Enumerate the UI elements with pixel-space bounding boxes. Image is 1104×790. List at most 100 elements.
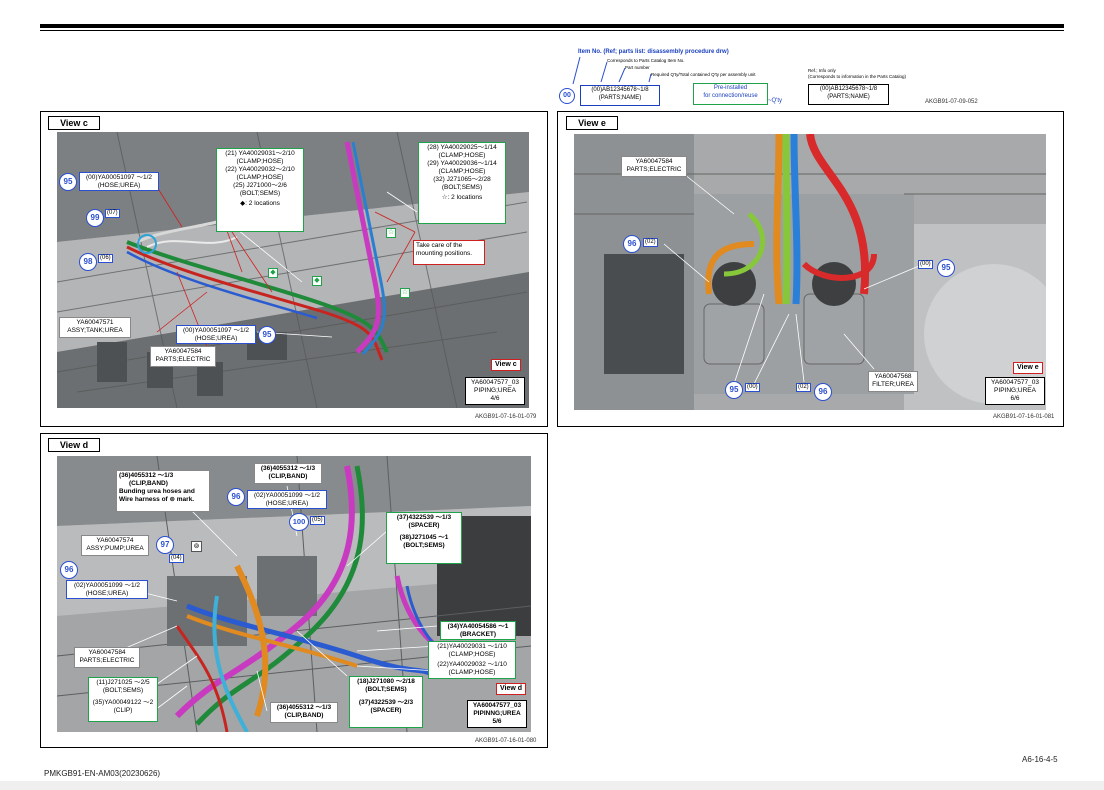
view-c-hose-callout-2: (00)YA00051097 ～1/2 (HOSE;UREA): [176, 325, 256, 344]
view-e-item-96b: 96: [814, 383, 832, 401]
callout-line: (00)YA00051097 ～1/2: [182, 327, 249, 334]
callout-note: ☆: 2 locations: [441, 194, 483, 201]
callout-line: (CLIP,BAND): [284, 712, 324, 719]
callout-line: (32) J271065～2/28: [433, 176, 491, 183]
view-d-mark: ⊚: [191, 541, 202, 552]
view-e-tag-00: (00): [918, 260, 933, 269]
legend-code-box: (00)AB12345678~1/8 (PARTS;NAME): [580, 85, 660, 106]
view-d-tag-05: (05): [310, 516, 325, 525]
view-c-item-98: 98: [79, 253, 97, 271]
view-c-tag-06: (06): [98, 254, 113, 263]
callout-line: (SPACER): [370, 707, 402, 714]
callout-line: (36)4055312 ～1/3: [276, 704, 332, 711]
callout-line: YA60047584: [164, 348, 202, 355]
callout-line: (CLIP,BAND): [268, 473, 308, 480]
id-line: PIPING;UREA: [994, 387, 1036, 394]
view-d-title: View d: [48, 438, 100, 452]
legend-line1: Corresponds to Parts Catalog Item No.: [607, 58, 685, 63]
view-d-item-96: 96: [227, 488, 245, 506]
callout-line: (BOLT;SEMS): [239, 190, 281, 197]
view-d-bolt-box: (11)J271025 ～2/5 (BOLT;SEMS) (35)YA00049…: [88, 677, 158, 722]
legend-qty: ~Q'ty: [768, 98, 782, 104]
callout-line: (BRACKET): [459, 631, 497, 638]
view-c-tank-callout: YA60047571 ASSY;TANK;UREA: [59, 317, 131, 338]
callout-line: (37)4322539 ～2/3: [358, 699, 414, 706]
callout-line: (BOLT;SEMS): [441, 184, 483, 191]
callout-line: (21)YA40029031 ～1/10: [437, 643, 507, 650]
callout-line: (21) YA40029031～2/10: [225, 150, 295, 157]
view-d-item-96b: 96: [60, 561, 78, 579]
callout-line: (SPACER): [408, 522, 440, 529]
view-d-mid-box: (18)J271080 ～2/18 (BOLT;SEMS) (37)432253…: [349, 676, 423, 728]
view-d-hose-callout: (02)YA00051099 ～1/2 (HOSE;UREA): [247, 490, 327, 509]
view-c-caution-box: Take care of the mounting positions.: [413, 240, 485, 265]
callout-line: (HOSE;UREA): [194, 335, 238, 342]
legend-leaders: [572, 56, 652, 85]
callout-line: Wire harness of ⊚ mark.: [119, 496, 195, 503]
legend-preinstalled-box: Pre-installed for connection/reuse: [693, 83, 768, 105]
legend-code-line2: (PARTS;NAME): [598, 95, 642, 101]
view-d-tag: View d: [496, 683, 527, 695]
callout-line: (HOSE;UREA): [97, 182, 141, 189]
callout-line: (CLIP): [113, 707, 133, 714]
callout-line: (CLAMP;HOSE): [448, 651, 496, 658]
view-e-tag-02: (02): [643, 238, 658, 247]
view-d-tag-04: (04): [169, 554, 184, 563]
view-c-clamp-box-right: (28) YA40029025～1/14 (CLAMP;HOSE) (29) Y…: [418, 142, 506, 224]
callout-line: (BOLT;SEMS): [365, 686, 407, 693]
id-line: YA60047577_03: [471, 379, 519, 386]
view-e-title: View e: [566, 116, 618, 130]
view-e-item-95b: 95: [725, 381, 743, 399]
legend-code-line1: (00)AB12345678~1/8: [591, 87, 649, 93]
view-d-hose-callout-2: (02)YA00051099 ～1/2 (HOSE;UREA): [66, 580, 148, 599]
view-d-clip-callout: (36)4055312 ～1/3 (CLIP,BAND) Bunding ure…: [116, 470, 210, 512]
callout-line: (37)4322539 ～1/3: [396, 514, 452, 521]
caution-line: mounting positions.: [416, 250, 473, 257]
view-e-fig-id: AKGB91-07-16-01-081: [993, 414, 1055, 420]
callout-line: PARTS;ELECTRIC: [79, 657, 135, 664]
callout-line: (38)J271045 ～1: [399, 534, 449, 541]
view-e-id-box: YA60047577_03 PIPING;UREA 6/6: [985, 377, 1045, 405]
callout-line: (29) YA40029036～1/14: [427, 160, 497, 167]
callout-line: FILTER;UREA: [872, 381, 914, 388]
view-d-electric-callout: YA60047584 PARTS;ELECTRIC: [74, 647, 140, 668]
callout-line: (02)YA00051099 ～1/2: [73, 582, 140, 589]
view-c-star-mark: ☆: [386, 228, 396, 238]
callout-line: ASSY;TANK;UREA: [67, 327, 123, 334]
callout-line: (CLIP,BAND): [129, 480, 168, 487]
legend-ref-code-box: (00)AB12345678~1/8 (PARTS;NAME): [808, 84, 889, 105]
view-e-leaders: [663, 173, 920, 385]
view-d-fig-id: AKGB91-07-16-01-080: [475, 738, 537, 744]
id-line: PIPING;UREA: [474, 387, 516, 394]
callout-line: (00)YA00051097 ～1/2: [85, 174, 152, 181]
callout-line: PARTS;ELECTRIC: [626, 166, 682, 173]
callout-line: YA60047568: [874, 373, 912, 380]
callout-line: (11)J271025 ～2/5: [96, 679, 150, 686]
callout-line: (CLAMP;HOSE): [236, 174, 284, 181]
view-e-item-96: 96: [623, 235, 641, 253]
view-c-clamp-box: (21) YA40029031～2/10 (CLAMP;HOSE) (22) Y…: [216, 148, 304, 232]
legend-line3: Required Q'ty/Total contained Q'ty per a…: [651, 72, 756, 77]
callout-line: (CLAMP;HOSE): [438, 168, 486, 175]
view-c-diamond-mark: ◆: [268, 268, 278, 278]
callout-line: (35)YA00049122 ～2: [92, 699, 154, 706]
callout-note: ◆: 2 locations: [240, 200, 280, 207]
callout-line: (18)J271080 ～2/18: [357, 678, 415, 685]
callout-line: YA60047584: [635, 158, 673, 165]
callout-line: PARTS;ELECTRIC: [155, 356, 211, 363]
callout-line: (BOLT;SEMS): [102, 687, 144, 694]
callout-line: YA60047571: [76, 319, 114, 326]
legend-preinstalled-line2: for connection/reuse: [703, 93, 758, 99]
callout-line: (BOLT;SEMS): [403, 542, 445, 549]
legend-title: Item No. (Ref; parts list: disassembly p…: [578, 49, 729, 55]
legend-fig-id: AKGB91-07-09-052: [925, 99, 978, 105]
view-d-id-box: YA60047577_03 PIPINNG;UREA 5/6: [467, 700, 527, 728]
view-c-item-99: 99: [86, 209, 104, 227]
id-line: PIPINNG;UREA: [473, 710, 521, 717]
callout-line: (36)4055312 ～1/3: [260, 465, 316, 472]
view-d-clamp-box: (21)YA40029031 ～1/10 (CLAMP;HOSE) (22)YA…: [428, 641, 516, 679]
view-c-electric-callout: YA60047584 PARTS;ELECTRIC: [150, 346, 216, 367]
callout-line: YA60047584: [88, 649, 126, 656]
view-c-id-box: YA60047577_03 PIPING;UREA 4/6: [465, 377, 525, 405]
callout-line: (22) YA40029032～2/10: [225, 166, 295, 173]
